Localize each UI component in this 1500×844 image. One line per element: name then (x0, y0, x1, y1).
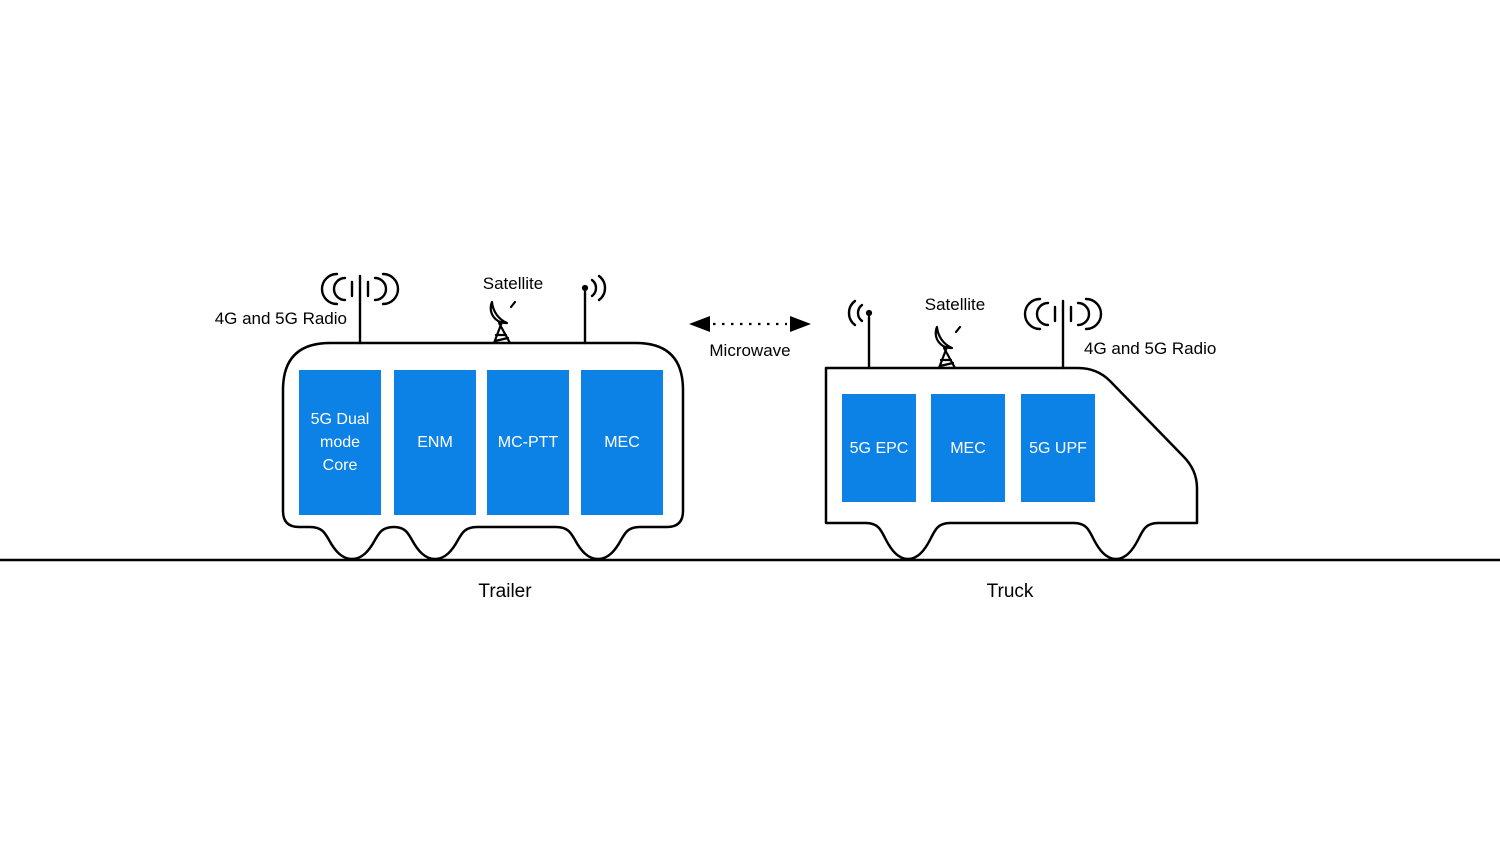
trailer-caption: Trailer (478, 581, 532, 602)
signal-antenna-icon (847, 299, 874, 370)
dotted-double-arrow-icon (689, 316, 811, 332)
truck-radio-label: 4G and 5G Radio (1084, 339, 1217, 358)
trailer-body-outline (281, 341, 685, 561)
module-5g-epc: 5G EPC (842, 394, 916, 502)
satellite-dish-icon (934, 325, 962, 370)
trailer-radio-label: 4G and 5G Radio (214, 309, 347, 328)
module-enm: ENM (394, 370, 476, 515)
signal-antenna-icon (580, 274, 607, 345)
trailer-satellite-label: Satellite (482, 274, 544, 293)
truck-satellite-label: Satellite (924, 295, 986, 314)
module-5g-upf: 5G UPF (1021, 394, 1095, 502)
microwave-link-label: Microwave (709, 341, 791, 360)
module-mc-ptt: MC-PTT (487, 370, 569, 515)
module-mec-truck: MEC (931, 394, 1005, 502)
truck-body-outline (824, 366, 1199, 561)
module-5g-dual-mode-core: 5G Dual mode Core (299, 370, 381, 515)
truck-caption: Truck (986, 581, 1034, 602)
satellite-dish-icon (489, 300, 517, 345)
module-mec-trailer: MEC (581, 370, 663, 515)
